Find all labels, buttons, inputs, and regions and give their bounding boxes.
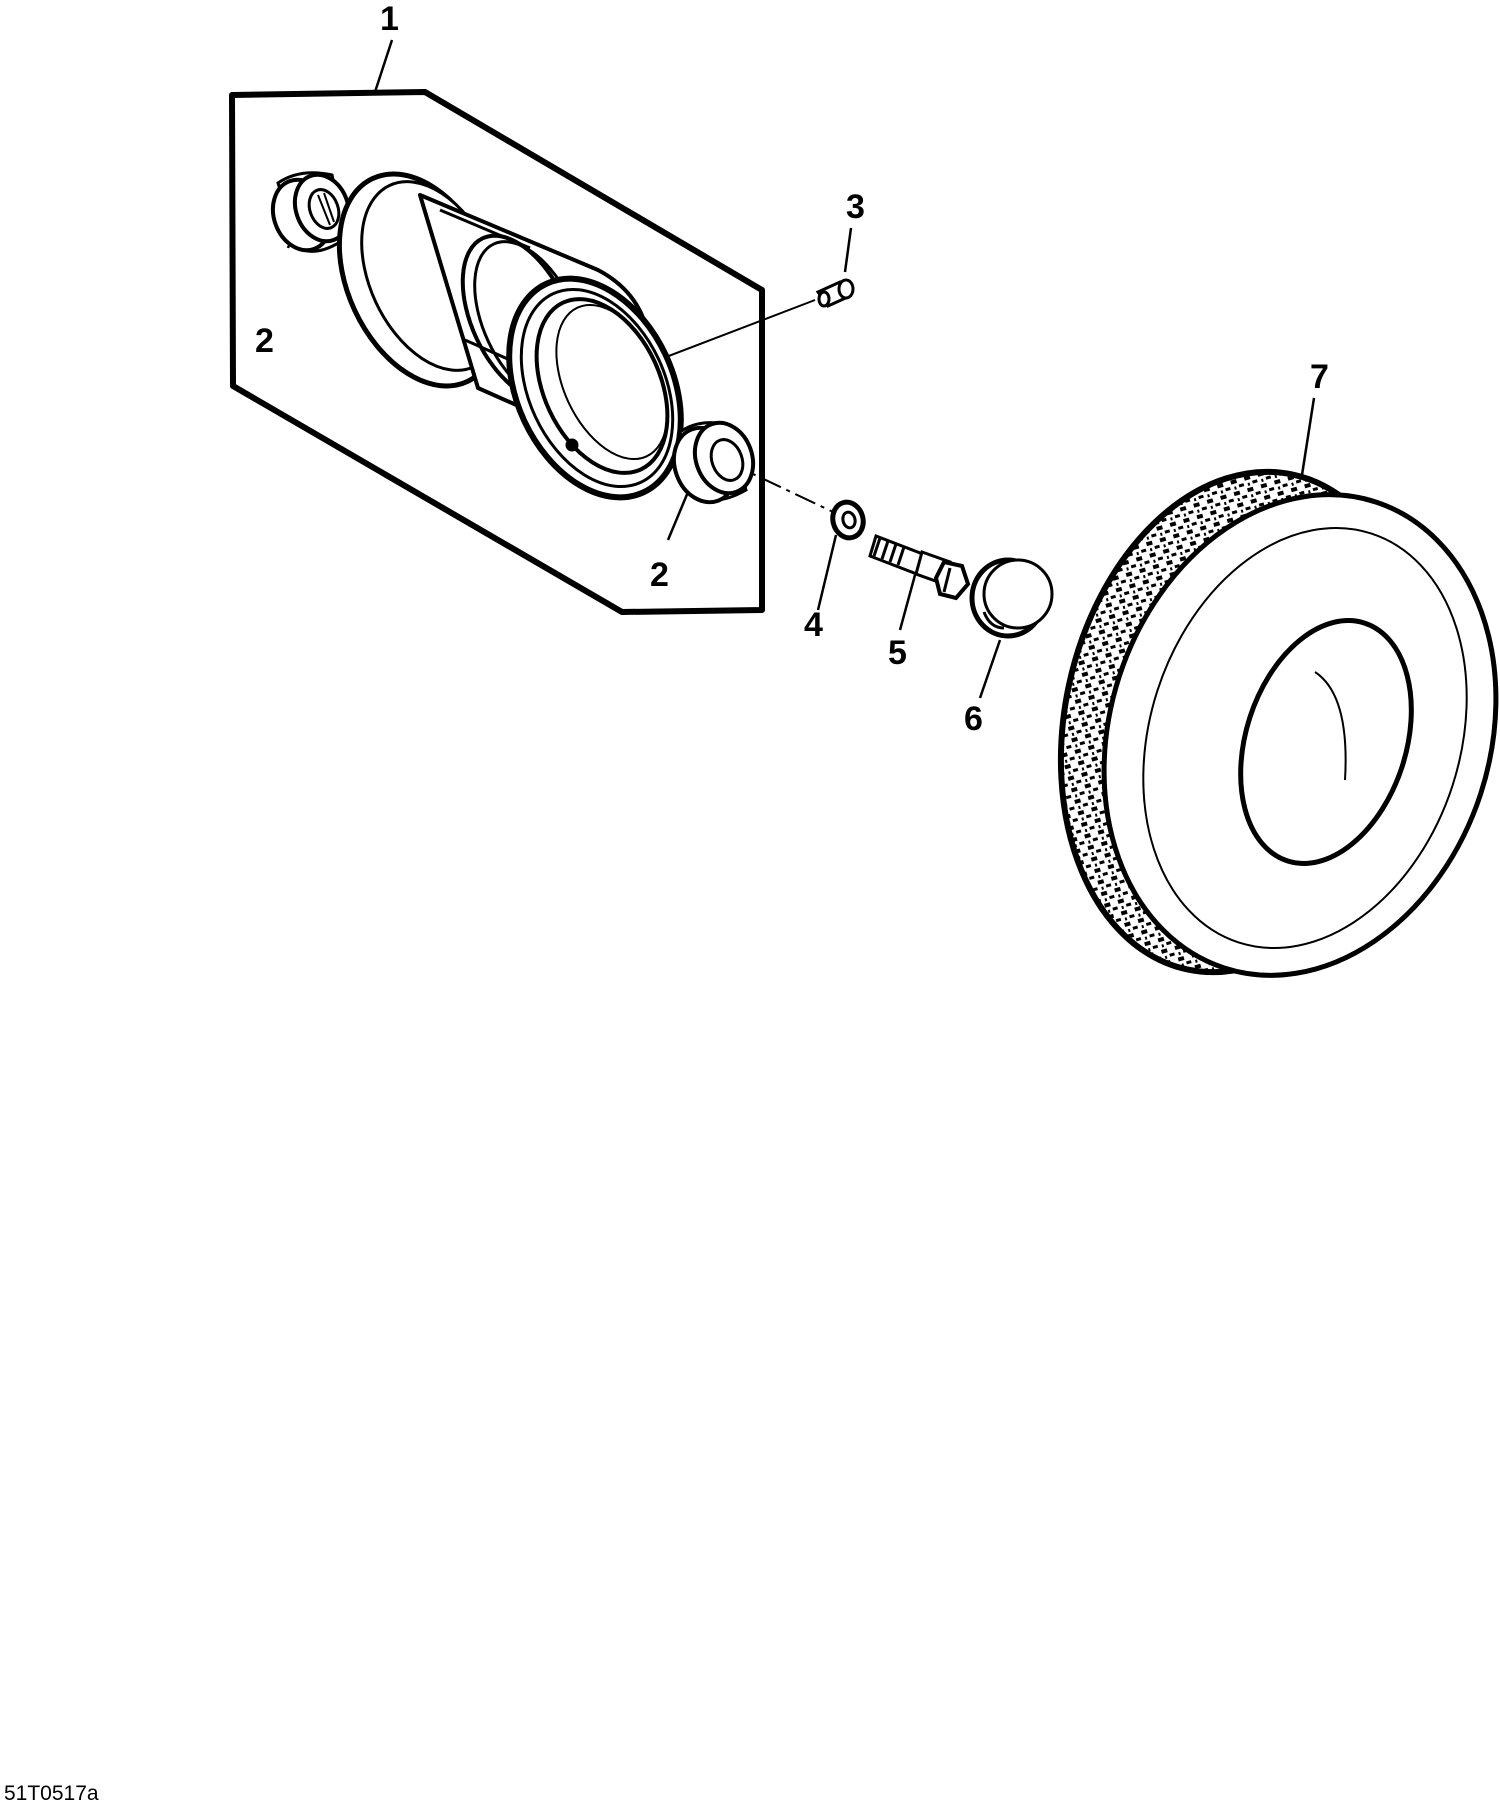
valve-stem	[815, 278, 855, 308]
washer	[830, 499, 866, 541]
callout-5: 5	[888, 634, 907, 672]
callout-2-left: 2	[255, 322, 274, 360]
callout-2-right: 2	[650, 556, 669, 594]
callout-4: 4	[804, 606, 823, 644]
hub-cap	[969, 557, 1054, 639]
wheel-rim	[336, 171, 684, 501]
bolt	[868, 534, 971, 601]
callout-6: 6	[964, 700, 983, 738]
bearing-right	[671, 420, 756, 505]
wheel-hub-assembly-box	[229, 89, 765, 615]
callout-3: 3	[846, 188, 865, 226]
figure-code: 51T0517a	[4, 1782, 99, 1805]
tire	[1057, 468, 1499, 978]
callout-1: 1	[380, 0, 399, 38]
callout-7: 7	[1310, 358, 1329, 396]
